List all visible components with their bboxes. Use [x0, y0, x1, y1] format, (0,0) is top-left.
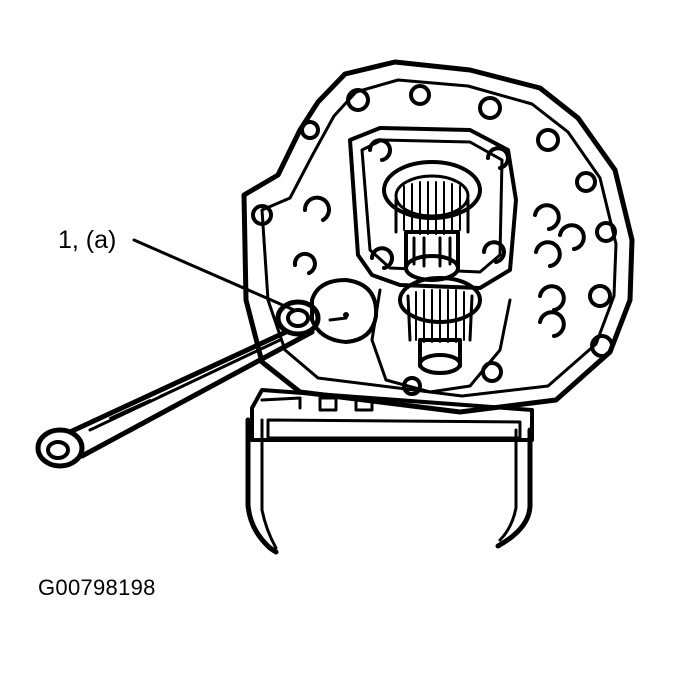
callout-leader [132, 238, 296, 312]
counter-shaft [398, 276, 482, 375]
callout-label: 1, (a) [58, 226, 117, 254]
shift-boss [310, 278, 379, 344]
transmission-case-body [245, 388, 534, 555]
wrench-tool [35, 299, 321, 469]
transmission-housing [241, 59, 635, 415]
housing-bolt-holes [251, 84, 617, 396]
main-shaft [382, 160, 482, 282]
figure-code: G00798198 [38, 575, 156, 600]
